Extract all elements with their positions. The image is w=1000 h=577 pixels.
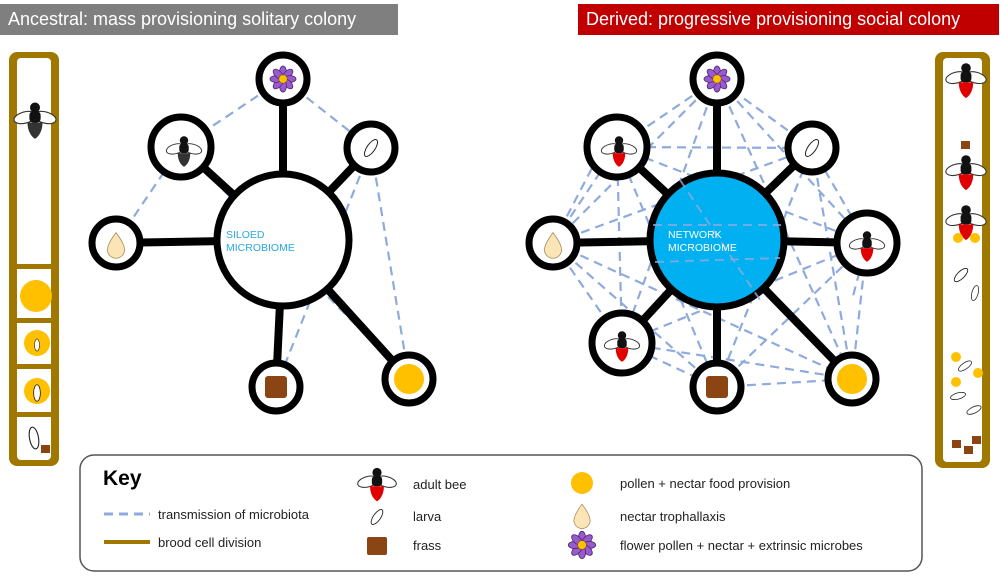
key-nectar-label: nectar trophallaxis: [620, 509, 726, 524]
hub-label-line2: MICROBIOME: [226, 242, 295, 254]
key-frass-label: frass: [413, 538, 442, 553]
key-brood-label: brood cell division: [158, 535, 261, 550]
pollen-provision-icon: [951, 352, 961, 362]
key-title: Key: [103, 467, 142, 490]
derived-banner: Derived: progressive provisioning social…: [578, 4, 999, 35]
siloed-microbiome-hub: [213, 170, 353, 310]
brood-division: [17, 364, 51, 369]
flower-icon: [703, 65, 731, 93]
frass-icon: [952, 440, 961, 448]
pollen-provision-icon: [394, 364, 424, 394]
brood-division: [17, 318, 51, 323]
flower-icon: [269, 65, 297, 93]
hub-label-line2: MICROBIOME: [668, 242, 737, 254]
pollen-provision-icon: [973, 368, 983, 378]
brood-division: [17, 412, 51, 417]
hub-label-line1: NETWORK: [668, 229, 722, 241]
frass-icon: [964, 446, 973, 454]
frass-icon: [972, 436, 981, 444]
key-larva-label: larva: [413, 509, 442, 524]
ancestral-banner: Ancestral: mass provisioning solitary co…: [0, 4, 398, 35]
siloed-network: SILOED MICROBIOME: [88, 51, 437, 415]
pollen-provision-icon: [951, 377, 961, 387]
frass-icon: [706, 376, 728, 398]
key-transmission-label: transmission of microbiota: [158, 507, 310, 522]
key-flower-label: flower pollen + nectar + extrinsic micro…: [620, 538, 863, 553]
key-adult-label: adult bee: [413, 477, 467, 492]
frass-icon: [265, 376, 287, 398]
pollen-provision-icon: [20, 280, 52, 312]
key-box: Key transmission of microbiota brood cel…: [79, 454, 923, 572]
ancestral-brood-column: [9, 52, 59, 466]
pollen-provision-icon: [837, 364, 867, 394]
frass-icon: [41, 445, 50, 453]
pollen-provision-icon: [571, 472, 593, 494]
key-pollen-label: pollen + nectar food provision: [620, 476, 790, 491]
brood-division: [17, 264, 51, 269]
derived-brood-column: [935, 52, 990, 468]
network-microbiome-hub: [646, 169, 788, 311]
pollen-provision-icon: [953, 233, 963, 243]
network-microbiome: NETWORK MICROBIOME: [525, 51, 901, 415]
frass-icon: [367, 537, 387, 555]
flower-icon: [567, 530, 597, 560]
frass-icon: [961, 141, 970, 149]
pollen-provision-icon: [970, 233, 980, 243]
hub-label-line1: SILOED: [226, 229, 265, 241]
